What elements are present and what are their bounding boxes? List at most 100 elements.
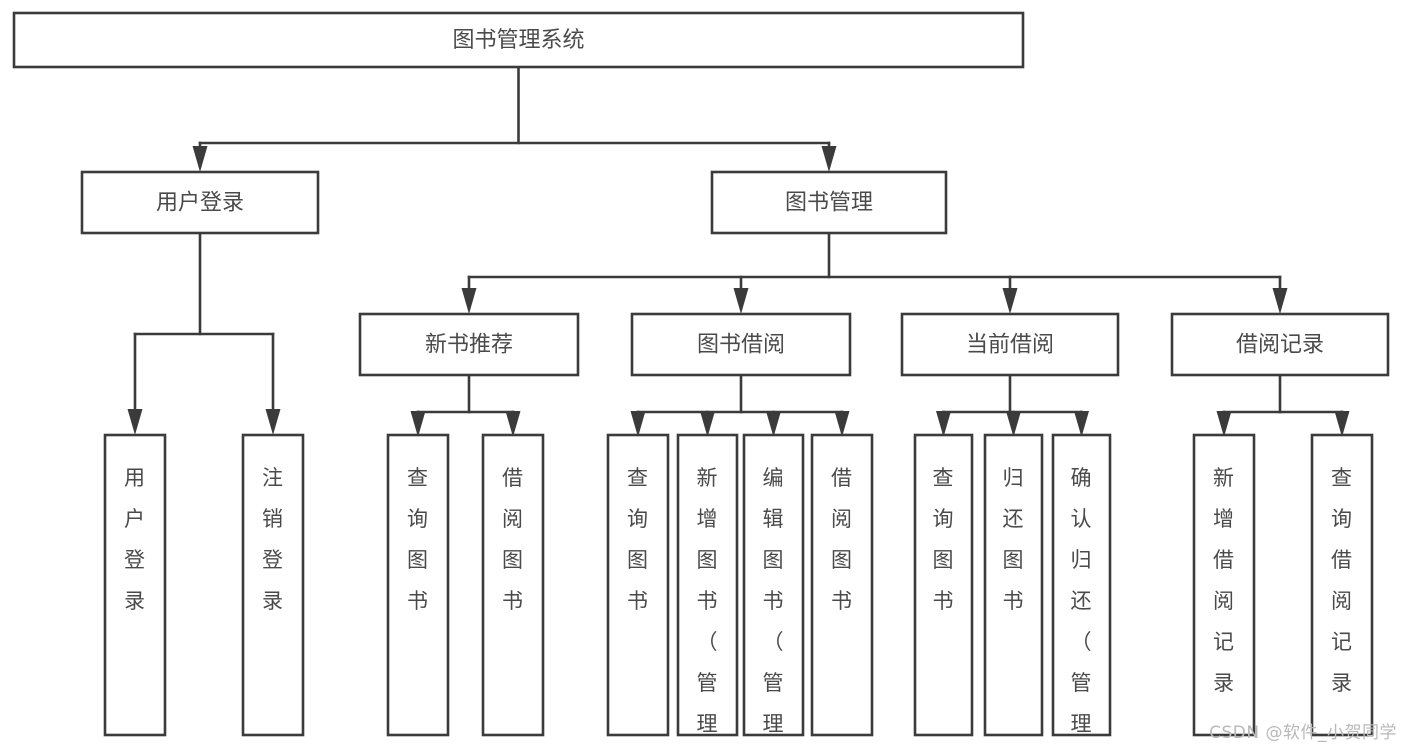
- root-node-rect[interactable]: [12, 11, 1025, 69]
- leaf-node-label-char: 书: [831, 589, 853, 613]
- leaf-node[interactable]: 用户登录: [103, 433, 167, 737]
- level3-node-label: 新书推荐: [425, 333, 513, 358]
- leaf-node-rect[interactable]: [241, 433, 305, 737]
- leaf-node-rect[interactable]: [983, 433, 1044, 737]
- arrow-head-icon: [700, 411, 715, 437]
- level3-node-rect[interactable]: [900, 312, 1120, 377]
- leaf-node-label-char: 书: [502, 589, 524, 613]
- leaf-node-rect[interactable]: [103, 433, 167, 737]
- arrow-head-icon: [630, 411, 646, 437]
- leaf-node-label-char: 理: [1071, 712, 1093, 736]
- leaf-node-label-char: 理: [763, 712, 785, 736]
- leaf-node-label-char: 归: [1071, 548, 1093, 572]
- leaf-node-label-char: 查: [933, 466, 955, 490]
- level3-node[interactable]: 当前借阅: [900, 312, 1120, 377]
- leaf-node-label-char: （: [1071, 630, 1093, 654]
- leaf-node-label-char: 新: [697, 466, 719, 490]
- leaf-node-label-char: 询: [627, 507, 649, 531]
- leaf-node-label-char: 还: [1003, 507, 1025, 531]
- leaf-node-label-char: 管: [1071, 671, 1093, 695]
- arrow-head-icon: [733, 288, 749, 314]
- leaf-node-rect[interactable]: [1051, 433, 1112, 737]
- leaf-node-rect[interactable]: [481, 433, 545, 737]
- leaf-node-label-char: （: [697, 630, 719, 654]
- leaf-node-label-char: 录: [1331, 671, 1353, 695]
- level3-node-rect[interactable]: [358, 312, 580, 377]
- leaf-node-label-char: 图: [763, 548, 785, 572]
- level3-node[interactable]: 借阅记录: [1170, 312, 1390, 377]
- leaf-node-rect[interactable]: [1192, 433, 1256, 737]
- arrow-head-icon: [192, 146, 208, 172]
- level2-node-rect[interactable]: [710, 170, 948, 235]
- root-node-label: 图书管理系统: [452, 28, 584, 53]
- leaf-node-label-char: 新: [1213, 466, 1235, 490]
- leaf-node-rect[interactable]: [386, 433, 450, 737]
- level3-node[interactable]: 图书借阅: [630, 312, 852, 377]
- leaf-node-label-char: 记: [1213, 630, 1235, 654]
- leaf-node-label-char: 询: [933, 507, 955, 531]
- leaf-node-label-char: 查: [407, 466, 429, 490]
- leaf-node-rect[interactable]: [913, 433, 974, 737]
- arrow-head-icon: [821, 146, 837, 172]
- leaf-node-label-char: 借: [831, 466, 853, 490]
- leaf-node-label-char: （: [763, 630, 785, 654]
- leaf-node-label-char: 图: [502, 548, 524, 572]
- leaf-node-label-char: 书: [933, 589, 955, 613]
- level2-node[interactable]: 图书管理: [710, 170, 948, 235]
- leaf-node-label-char: 登: [262, 548, 284, 572]
- leaf-node-label-char: 归: [1003, 466, 1025, 490]
- leaf-node-rect[interactable]: [676, 433, 739, 737]
- node-boxes: 图书管理系统用户登录图书管理新书推荐图书借阅当前借阅借阅记录用户登录注销登录查询…: [12, 11, 1390, 747]
- leaf-node-rect[interactable]: [742, 433, 805, 737]
- leaf-node-rect[interactable]: [1310, 433, 1374, 737]
- level3-node[interactable]: 新书推荐: [358, 312, 580, 377]
- root-node[interactable]: 图书管理系统: [12, 11, 1025, 69]
- arrow-head-icon: [936, 411, 951, 437]
- leaf-node-label-char: 询: [407, 507, 429, 531]
- leaf-node-rect[interactable]: [606, 433, 670, 737]
- leaf-node-label-char: 注: [262, 466, 284, 490]
- leaf-node-label-char: 录: [262, 589, 284, 613]
- level2-node[interactable]: 用户登录: [80, 170, 320, 235]
- level2-node-rect[interactable]: [80, 170, 320, 235]
- level3-node-label: 当前借阅: [966, 333, 1054, 358]
- leaf-node-rect[interactable]: [810, 433, 874, 737]
- leaf-node-label-char: 图: [933, 548, 955, 572]
- arrow-head-icon: [1216, 411, 1232, 437]
- leaf-node-label-char: 阅: [1213, 589, 1235, 613]
- level3-node-rect[interactable]: [630, 312, 852, 377]
- arrow-head-icon: [127, 409, 143, 435]
- leaf-node-label-char: 理: [697, 712, 719, 736]
- arrow-head-icon: [1002, 288, 1018, 314]
- leaf-node-label-char: 还: [1071, 589, 1093, 613]
- leaf-node-label-char: 借: [1331, 548, 1353, 572]
- level3-node-rect[interactable]: [1170, 312, 1390, 377]
- leaf-node-label-char: 书: [627, 589, 649, 613]
- arrow-head-icon: [410, 411, 426, 437]
- leaf-node-label-char: 图: [627, 548, 649, 572]
- level2-node-label: 用户登录: [156, 191, 244, 216]
- leaf-node-label-char: 销: [262, 507, 284, 531]
- arrow-head-icon: [1334, 411, 1350, 437]
- leaf-node-label-char: 录: [1213, 671, 1235, 695]
- leaf-node-label-char: 书: [407, 589, 429, 613]
- leaf-node-label-char: 管: [697, 671, 719, 695]
- leaf-node-label-char: 书: [763, 589, 785, 613]
- leaf-node-label-char: 借: [1213, 548, 1235, 572]
- leaf-node-label-char: 录: [124, 589, 146, 613]
- leaf-node-label-char: 借: [502, 466, 524, 490]
- leaf-node-label-char: 增: [697, 507, 719, 531]
